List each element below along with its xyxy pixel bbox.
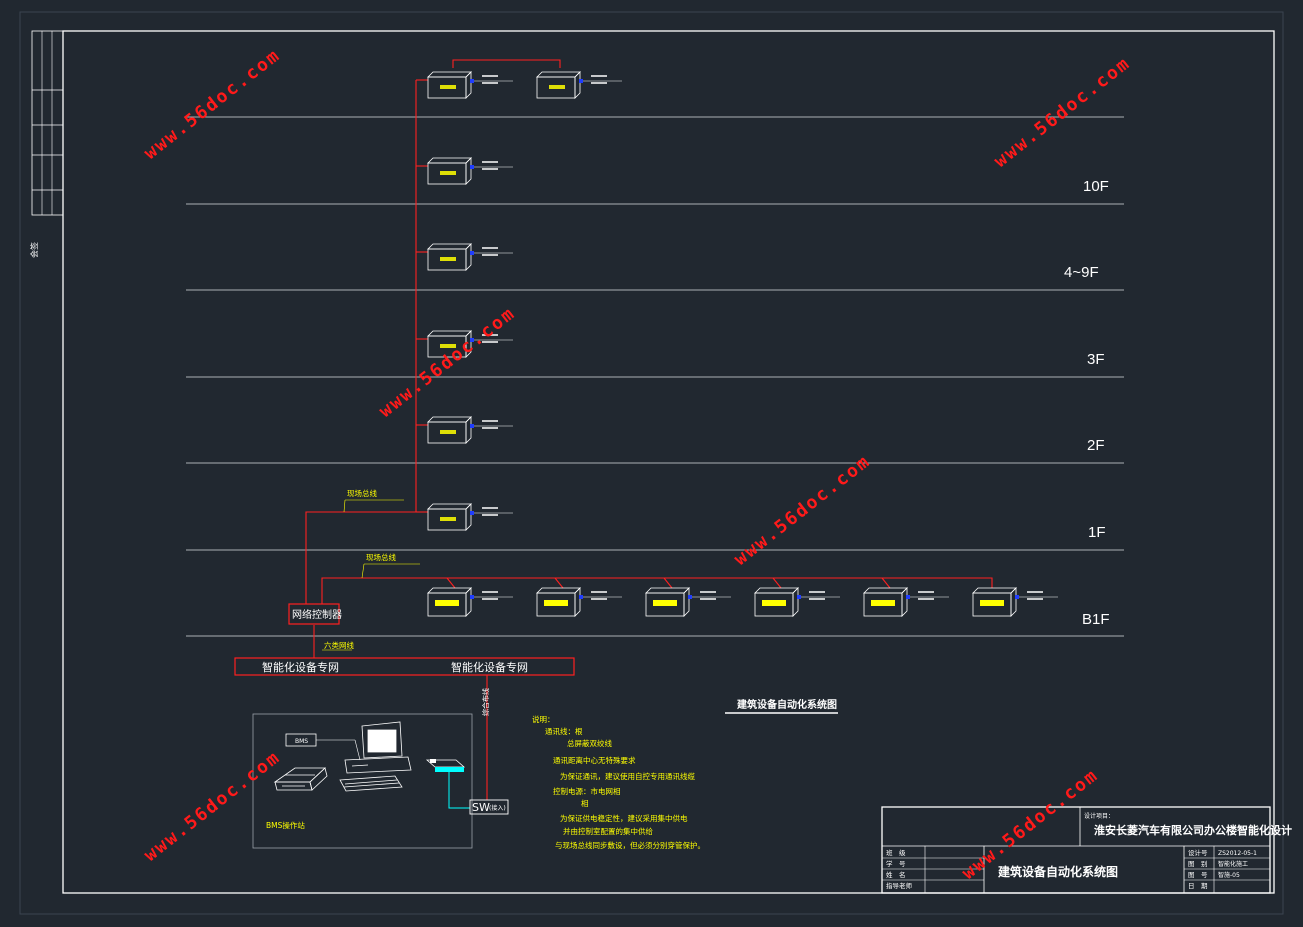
note-line: 为保证通讯，建议使用自控专用通讯线缆 (560, 771, 695, 781)
operator-label: BMS操作站 (266, 820, 305, 830)
switch-box (469, 799, 509, 815)
title-block-left-label: 指导老师 (886, 881, 913, 890)
floor-label: 3F (1087, 351, 1105, 368)
switch-note: (接入) (489, 804, 506, 812)
bms-label: BMS (295, 738, 308, 745)
floor-label: 2F (1087, 437, 1105, 454)
printer-icon (273, 767, 328, 791)
note-line: 通讯距离中心无特殊要求 (553, 755, 636, 765)
floor-labels: 10F 4~9F 3F 2F 1F B1F (1064, 178, 1110, 628)
switch-label: SW (472, 801, 490, 814)
ddc-box (427, 330, 513, 358)
watermarks: www.56doc.com www.56doc.com www.56doc.com w… (140, 45, 1134, 884)
ddc-box (972, 587, 1058, 617)
project-name: 淮安长菱汽车有限公司办公楼智能化设计 (1094, 823, 1292, 837)
title-block: 设计项目： 淮安长菱汽车有限公司办公楼智能化设计 建筑设备自动化系统图 班 级学… (881, 806, 1292, 894)
project-label: 设计项目： (1084, 812, 1114, 820)
note-line: 控制电源：市电网相 (553, 786, 621, 796)
note-line: 相 (581, 798, 589, 808)
ddc-box (427, 587, 513, 617)
bus-label-b1: 现场总线 (366, 552, 396, 562)
title-block-left-label: 姓 名 (886, 870, 906, 879)
drawing-frame (62, 30, 1275, 894)
notes-heading: 说明： (532, 714, 555, 724)
watermark-text: www.56doc.com (990, 53, 1134, 172)
ddc-controller-boxes (427, 71, 1058, 617)
ddc-box (427, 243, 513, 271)
dedicated-network: 智能化设备专网 智能化设备专网 (234, 657, 575, 676)
floor-label: B1F (1082, 611, 1110, 628)
title-block-right-value: 智能化施工 (1218, 860, 1248, 868)
floor-lines (186, 116, 1124, 637)
watermark-text: www.56doc.com (140, 45, 284, 164)
title-block-left-label: 学 号 (886, 859, 906, 868)
red-bus-lines (305, 59, 993, 800)
title-block-right-label: 图 别 (1188, 859, 1208, 868)
outer-border (19, 11, 1284, 915)
title-block-right-value: ZS2012-05-1 (1218, 850, 1257, 857)
floor-label: 4~9F (1064, 264, 1099, 281)
network-controller-label: 网络控制器 (292, 608, 342, 621)
title-block-right-label: 日 期 (1188, 882, 1208, 890)
title-block-right-value: 智施-05 (1218, 871, 1240, 879)
drawing-name: 建筑设备自动化系统图 (997, 864, 1118, 879)
watermark-text: www.56doc.com (730, 451, 874, 570)
note-line: 与现场总线同步敷设，但必须分别穿管保护。 (555, 840, 705, 850)
ddc-box (427, 157, 513, 185)
computer-icon (339, 721, 412, 792)
title-block-left-label: 班 级 (886, 848, 906, 857)
dedicated-net-left: 智能化设备专网 (262, 660, 339, 674)
ddc-box (427, 416, 513, 444)
watermark-text: www.56doc.com (375, 303, 519, 422)
ddc-box (863, 587, 949, 617)
ddc-box (427, 71, 513, 99)
ddc-box (536, 71, 622, 99)
workstation-area: BMS BMS操作站 (252, 713, 473, 849)
bus-label: 现场总线 (347, 488, 377, 498)
six-type-label: 六类网线 (324, 640, 354, 650)
title-block-right-label: 图 号 (1188, 871, 1208, 879)
note-line: 为保证供电稳定性，建议采用集中供电 (560, 813, 688, 823)
floor-label: 10F (1083, 178, 1109, 195)
floor-label: 1F (1088, 524, 1106, 541)
binding-strip: 会签 (29, 30, 64, 258)
network-controller: 网络控制器 (288, 603, 342, 625)
switch-device-icon (425, 759, 466, 772)
note-line: 通讯线：根 (545, 726, 583, 736)
note-line: 总屏蔽双绞线 (567, 738, 612, 748)
notes-block: 说明： 通讯线：根总屏蔽双绞线通讯距离中心无特殊要求为保证通讯，建议使用自控专用… (532, 714, 705, 850)
ddc-box (645, 587, 731, 617)
dedicated-net-right: 智能化设备专网 (451, 660, 528, 674)
ddc-box (754, 587, 840, 617)
vertical-cable-label: 综合布线 (481, 688, 490, 716)
diagram-title: 建筑设备自动化系统图 (736, 698, 837, 711)
ddc-box (427, 503, 513, 531)
binding-label: 会签 (29, 242, 39, 258)
note-line: 并由控制室配置的集中供给 (563, 826, 653, 836)
ddc-box (536, 587, 622, 617)
title-block-right-label: 设计号 (1188, 848, 1208, 857)
